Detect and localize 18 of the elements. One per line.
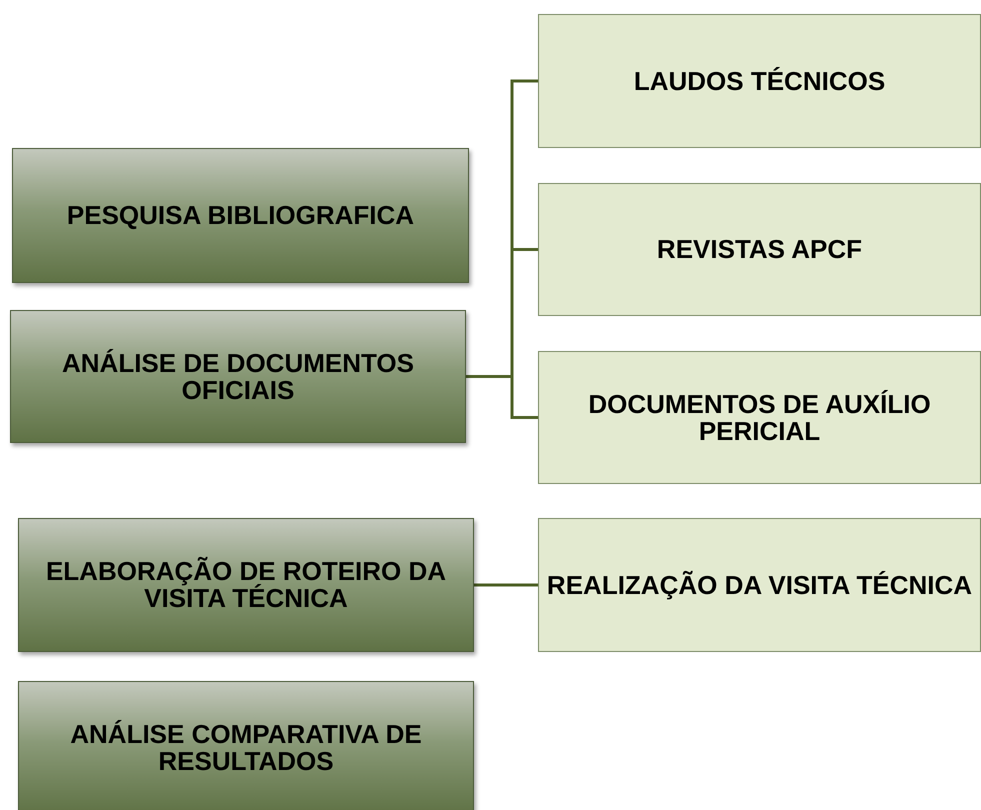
box-label: ELABORAÇÃO DE ROTEIRO DA VISITA TÉCNICA <box>44 558 448 612</box>
box-label: ANÁLISE COMPARATIVA DE RESULTADOS <box>69 721 423 775</box>
process-box <box>18 518 474 652</box>
connector-line <box>474 584 538 586</box>
box-label: ANÁLISE DE DOCUMENTOS OFICIAIS <box>61 350 415 404</box>
process-box <box>18 681 474 810</box>
connector-line <box>466 375 538 419</box>
process-box <box>10 310 466 443</box>
topic-box <box>538 14 981 148</box>
topic-box <box>538 518 981 652</box>
box-label: REALIZAÇÃO DA VISITA TÉCNICA <box>546 572 974 598</box>
box-label: DOCUMENTOS DE AUXÍLIO PERICIAL <box>587 390 932 444</box>
box-label: PESQUISA BIBLIOGRAFICA <box>66 202 416 229</box>
box-label: LAUDOS TÉCNICOS <box>632 68 886 94</box>
process-box <box>12 148 469 283</box>
topic-box <box>538 183 981 316</box>
box-label: REVISTAS APCF <box>656 236 864 263</box>
topic-box <box>538 351 981 484</box>
